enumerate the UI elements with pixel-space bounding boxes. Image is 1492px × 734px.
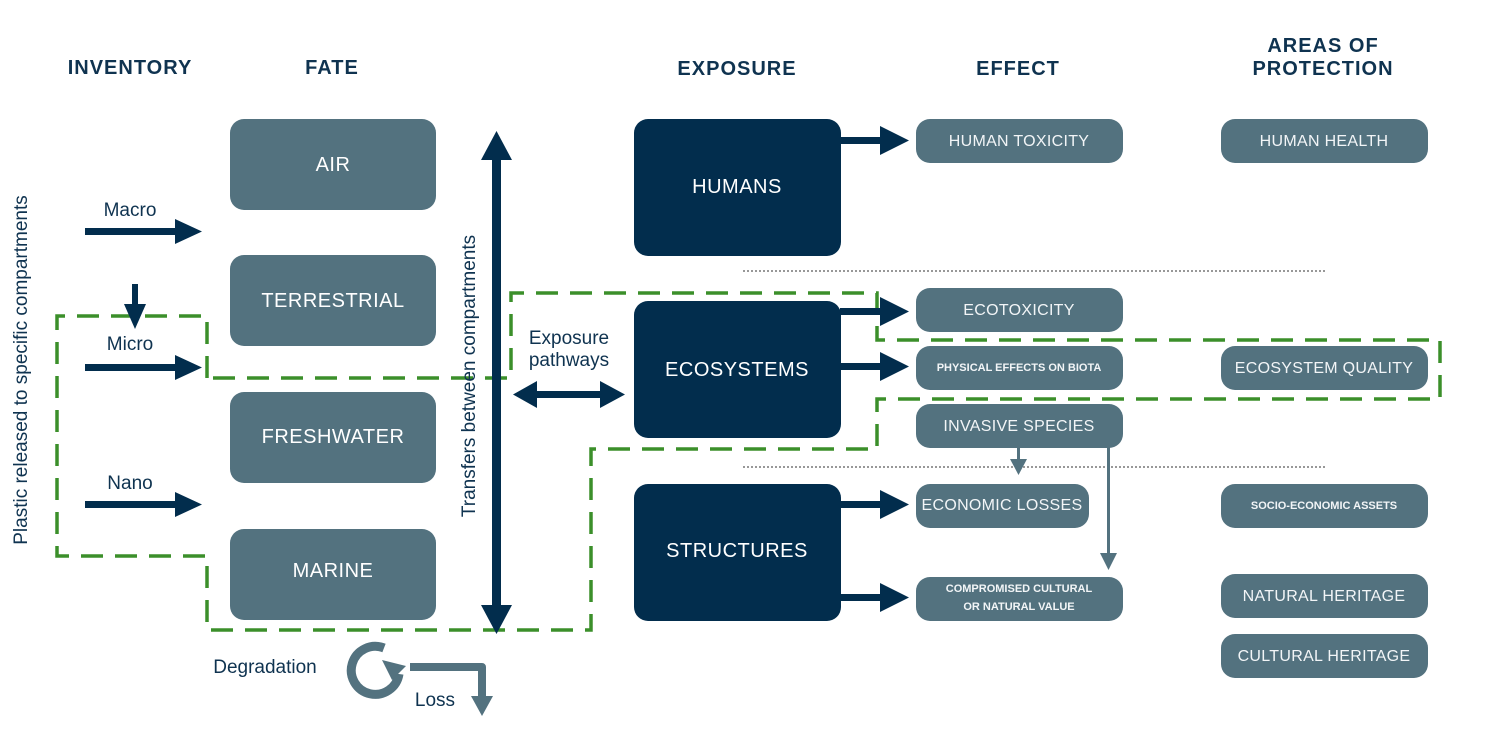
effect-compromised-value: COMPROMISED CULTURAL OR NATURAL VALUE xyxy=(916,577,1123,621)
transfers-label: Transfers between compartments xyxy=(459,235,480,517)
aop-ecosystem-quality-label: ECOSYSTEM QUALITY xyxy=(1235,360,1413,377)
arrow-humans-to-human-toxicity xyxy=(840,126,909,155)
macro-to-micro-arrow xyxy=(124,284,146,329)
effect-human-toxicity-label: HUMAN TOXICITY xyxy=(949,133,1090,150)
aop-cultural-heritage-label: CULTURAL HERITAGE xyxy=(1238,648,1411,665)
aop-socio-economic-assets: SOCIO-ECONOMIC ASSETS xyxy=(1221,484,1428,528)
inventory-side-label: Plastic released to specific compartment… xyxy=(11,195,32,545)
header-aop-line1: AREAS OF xyxy=(1267,35,1378,57)
fate-box-marine: MARINE xyxy=(230,529,436,620)
fate-box-terrestrial: TERRESTRIAL xyxy=(230,255,436,346)
loss-label: Loss xyxy=(415,690,455,711)
degradation-label: Degradation xyxy=(213,657,317,678)
fate-label-terrestrial: TERRESTRIAL xyxy=(261,290,404,312)
arrow-structures-to-economic-losses xyxy=(840,490,909,519)
micro-arrow xyxy=(85,355,202,380)
micro-nano-boundary xyxy=(55,291,1442,632)
header-fate: FATE xyxy=(305,57,359,79)
aop-natural-heritage-label: NATURAL HERITAGE xyxy=(1243,588,1406,605)
effect-ecotoxicity: ECOTOXICITY xyxy=(916,288,1123,332)
fate-label-marine: MARINE xyxy=(293,560,374,582)
size-nano: Nano xyxy=(107,473,152,494)
header-exposure: EXPOSURE xyxy=(677,58,796,80)
header-effect: EFFECT xyxy=(976,58,1060,80)
aop-human-health: HUMAN HEALTH xyxy=(1221,119,1428,163)
aop-ecosystem-quality: ECOSYSTEM QUALITY xyxy=(1221,346,1428,390)
arrow-invasive-to-compromised-value xyxy=(1100,440,1117,570)
arrow-ecosystems-to-physical-effects xyxy=(840,352,909,381)
exposure-box-humans: HUMANS xyxy=(634,119,841,256)
exposure-pathways-line1: Exposure xyxy=(529,328,609,349)
loss-arrow xyxy=(410,663,493,716)
transfers-double-arrow xyxy=(481,131,512,634)
arrow-ecosystems-to-ecotoxicity xyxy=(840,297,909,326)
effect-invasive-species: INVASIVE SPECIES xyxy=(916,404,1123,448)
exposure-box-structures: STRUCTURES xyxy=(634,484,841,621)
effect-physical-effects-on-biota: PHYSICAL EFFECTS ON BIOTA xyxy=(916,346,1123,390)
exposure-pathways-line2: pathways xyxy=(529,350,609,371)
effect-human-toxicity: HUMAN TOXICITY xyxy=(916,119,1123,163)
effect-economic-losses: ECONOMIC LOSSES xyxy=(916,484,1089,528)
fate-label-air: AIR xyxy=(316,154,351,176)
fate-box-freshwater: FRESHWATER xyxy=(230,392,436,483)
size-micro: Micro xyxy=(107,334,153,355)
macro-arrow xyxy=(85,219,202,244)
exposure-box-ecosystems: ECOSYSTEMS xyxy=(634,301,841,438)
exposure-pathways-double-arrow xyxy=(513,381,625,408)
arrow-structures-to-compromised-value xyxy=(840,583,909,612)
effect-invasive-species-label: INVASIVE SPECIES xyxy=(943,418,1094,435)
nano-arrow xyxy=(85,492,202,517)
aop-socio-economic-label: SOCIO-ECONOMIC ASSETS xyxy=(1251,500,1397,512)
aop-cultural-heritage: CULTURAL HERITAGE xyxy=(1221,634,1428,678)
exposure-label-structures: STRUCTURES xyxy=(666,540,808,562)
header-aop-line2: PROTECTION xyxy=(1252,58,1393,80)
exposure-label-humans: HUMANS xyxy=(692,176,782,198)
arrow-invasive-to-economic-losses xyxy=(1010,447,1027,475)
effect-compromised-label-line2: OR NATURAL VALUE xyxy=(963,601,1074,613)
exposure-label-ecosystems: ECOSYSTEMS xyxy=(665,359,809,381)
effect-compromised-label-line1: COMPROMISED CULTURAL xyxy=(946,583,1093,595)
fate-label-freshwater: FRESHWATER xyxy=(262,426,405,448)
effect-physical-effects-label: PHYSICAL EFFECTS ON BIOTA xyxy=(937,362,1102,374)
fate-box-air: AIR xyxy=(230,119,436,210)
size-macro: Macro xyxy=(104,200,157,221)
effect-ecotoxicity-label: ECOTOXICITY xyxy=(963,302,1074,319)
effect-economic-losses-label: ECONOMIC LOSSES xyxy=(922,497,1083,514)
header-inventory: INVENTORY xyxy=(68,57,193,79)
aop-human-health-label: HUMAN HEALTH xyxy=(1260,133,1389,150)
degradation-cycle-icon xyxy=(346,641,406,699)
aop-natural-heritage: NATURAL HERITAGE xyxy=(1221,574,1428,618)
